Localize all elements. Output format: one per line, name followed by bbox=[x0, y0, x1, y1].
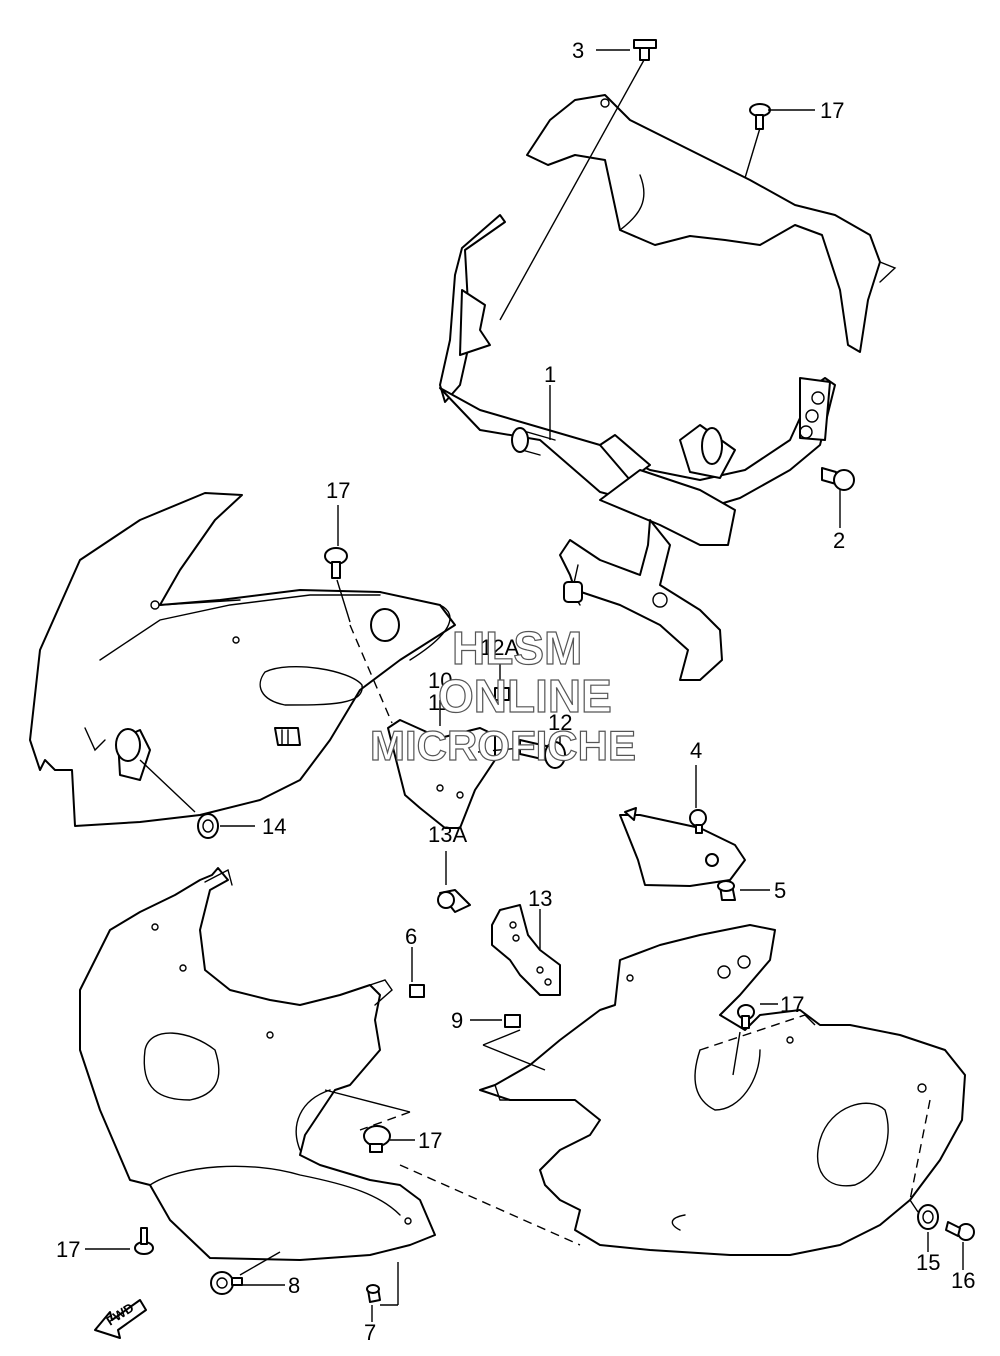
leader-lines bbox=[85, 49, 964, 1322]
callout-6: 6 bbox=[405, 924, 417, 949]
callout-12a: 12A bbox=[480, 635, 519, 660]
clip-7 bbox=[366, 1284, 381, 1303]
screw-16 bbox=[945, 1221, 975, 1241]
nut-9 bbox=[504, 1014, 521, 1028]
bolt-13a bbox=[437, 889, 471, 913]
callout-4: 4 bbox=[690, 738, 702, 763]
callout-11: 11 bbox=[428, 690, 451, 715]
bolt-5 bbox=[717, 880, 736, 901]
bolt-12 bbox=[519, 739, 566, 769]
callout-8: 8 bbox=[288, 1273, 300, 1298]
callout-13a: 13A bbox=[428, 822, 467, 847]
side-cover-5 bbox=[619, 807, 746, 887]
callout-17-cowling: 17 bbox=[326, 478, 350, 503]
watermark: HLSM ONLINE MICROFICHE bbox=[369, 621, 636, 769]
watermark-line-2: ONLINE bbox=[438, 670, 612, 722]
callout-10: 10 bbox=[428, 668, 452, 693]
callout-15: 15 bbox=[916, 1250, 940, 1275]
watermark-line-1: HLSM bbox=[452, 622, 582, 674]
fwd-arrow: FWD bbox=[94, 1299, 147, 1339]
nut-6 bbox=[409, 984, 425, 998]
lower-cowling-right bbox=[479, 924, 966, 1256]
callout-3: 3 bbox=[572, 38, 584, 63]
screw-17-lower-mid bbox=[363, 1125, 391, 1153]
screw-17-cowling bbox=[324, 547, 348, 579]
callout-7: 7 bbox=[364, 1320, 376, 1345]
screw-17-bottom bbox=[134, 1227, 154, 1255]
screw-4 bbox=[689, 809, 707, 834]
lower-cowling-left bbox=[79, 867, 436, 1261]
inner-cover-upper bbox=[526, 94, 897, 353]
grommet-14 bbox=[197, 813, 219, 839]
callout-17-right: 17 bbox=[780, 992, 804, 1017]
callout-labels: 3 17 1 2 17 12A 10 11 12 14 4 13A 5 13 6… bbox=[56, 38, 975, 1345]
screw-17-top bbox=[749, 103, 771, 130]
callout-12: 12 bbox=[548, 710, 572, 735]
callout-2: 2 bbox=[833, 528, 845, 553]
callout-16: 16 bbox=[951, 1268, 975, 1293]
screw-17-lower-right bbox=[737, 1004, 755, 1029]
nut-12a bbox=[494, 687, 510, 701]
callout-5: 5 bbox=[774, 878, 786, 903]
grommet-15 bbox=[917, 1204, 939, 1230]
callout-9: 9 bbox=[451, 1008, 463, 1033]
bolt-3 bbox=[633, 39, 657, 61]
callout-1: 1 bbox=[544, 362, 556, 387]
watermark-line-3: MICROFICHE bbox=[370, 722, 636, 769]
callout-14: 14 bbox=[262, 814, 286, 839]
screw-8 bbox=[210, 1271, 243, 1295]
bracket-10-11 bbox=[387, 719, 496, 829]
cowling-brace bbox=[439, 214, 836, 681]
callout-17-bottom: 17 bbox=[56, 1237, 80, 1262]
bolt-2 bbox=[821, 467, 855, 491]
callout-17-mid: 17 bbox=[418, 1128, 442, 1153]
upper-cowling bbox=[29, 492, 456, 827]
bracket-13 bbox=[491, 904, 561, 996]
callout-13: 13 bbox=[528, 886, 552, 911]
callout-17-top: 17 bbox=[820, 98, 844, 123]
